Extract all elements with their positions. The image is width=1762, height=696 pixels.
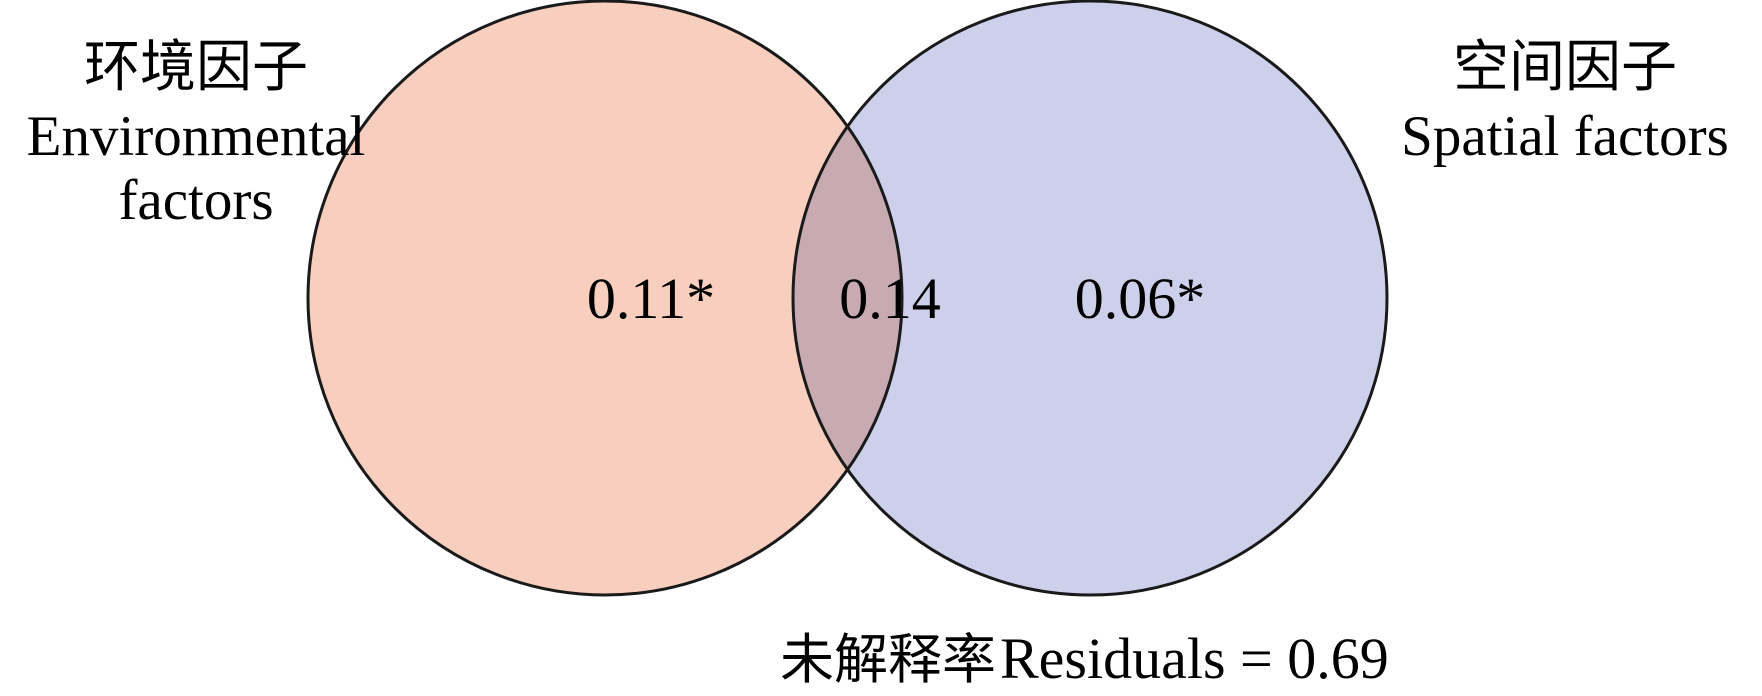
residuals-label: 未解释率 Residuals = 0.69	[780, 630, 1389, 688]
spatial-factors-label: 空间因子 Spatial factors	[1380, 40, 1750, 169]
environmental-label-zh: 环境因子	[84, 35, 308, 100]
environmental-label-en-line2: factors	[118, 169, 274, 232]
spatial-circle	[793, 1, 1387, 595]
environmental-circle-outline	[306, 0, 904, 597]
environmental-factors-label: 环境因子 Environmental factors	[0, 40, 392, 233]
environmental-label-en-line1: Environmental	[26, 105, 366, 168]
residuals-label-zh: 未解释率	[780, 628, 996, 691]
spatial-circle-outline	[791, 0, 1389, 597]
residuals-label-en: Residuals = 0.69	[1000, 626, 1389, 691]
spatial-unique-value: 0.06*	[1075, 266, 1206, 331]
spatial-label-en: Spatial factors	[1401, 105, 1729, 168]
overlap-value: 0.14	[839, 266, 941, 331]
spatial-label-zh: 空间因子	[1453, 35, 1677, 100]
environmental-circle	[308, 1, 902, 595]
environmental-unique-value: 0.11*	[587, 266, 715, 331]
